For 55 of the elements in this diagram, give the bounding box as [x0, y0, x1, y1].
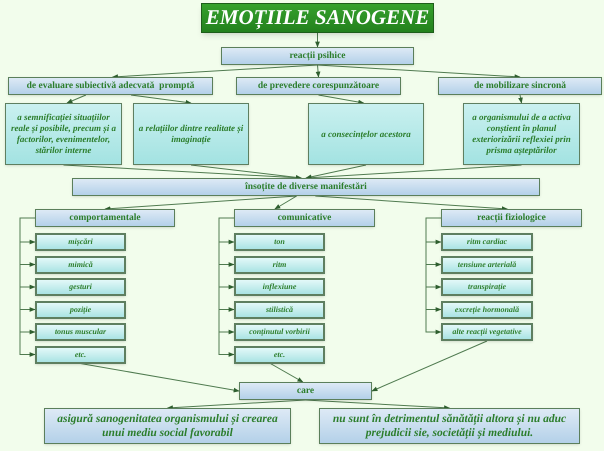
arrow: [371, 340, 488, 392]
item-box: ritm cardiac: [441, 233, 533, 251]
item-box: ton: [234, 233, 325, 251]
category-box: de evaluare subiectivă adecvată promptă: [8, 77, 213, 95]
arrow: [20, 218, 36, 357]
arrow: [518, 94, 523, 104]
item-box: tensiune arterială: [441, 256, 533, 274]
category-box: însoțite de diverse manifestări: [72, 178, 540, 196]
conclusion-box: nu sunt în detrimentul sănătății altora și nu aduc prejudicii sie, societății și mediului.: [319, 408, 580, 444]
arrow: [315, 32, 320, 48]
category-box: reacții psihice: [221, 47, 414, 65]
arrow: [305, 164, 366, 180]
item-box: tonus muscular: [35, 323, 126, 341]
conclusion-box: asigură sanogenitatea organismului și crearea unui mediu social favorabil: [44, 408, 291, 444]
item-box: ritm: [234, 256, 325, 274]
item-box: gesturi: [35, 278, 126, 296]
arrow: [270, 363, 304, 382]
category-box: care: [239, 382, 372, 400]
arrow: [112, 64, 318, 80]
arrow: [104, 196, 298, 212]
arrow: [130, 94, 192, 105]
arrow: [80, 363, 240, 392]
item-box: etc.: [234, 346, 325, 364]
arrow: [66, 94, 86, 104]
arrow: [318, 94, 364, 104]
arrow: [190, 164, 302, 180]
description-box: a consecințelor acestora: [308, 103, 424, 165]
item-box: transpirație: [441, 278, 533, 296]
arrow: [316, 64, 320, 78]
arrow: [166, 400, 306, 410]
category-box: de prevedere corespunzătoare: [236, 77, 401, 95]
arrow: [426, 218, 442, 334]
item-box: conținutul vorbirii: [234, 323, 325, 341]
item-box: excreție hormonală: [441, 300, 533, 318]
title-banner: EMOȚIILE SANOGENE: [201, 3, 434, 33]
item-box: etc.: [35, 346, 126, 364]
item-box: poziție: [35, 300, 126, 318]
item-box: mimică: [35, 256, 126, 274]
arrow: [317, 64, 521, 80]
category-box: reacții fiziologice: [441, 209, 582, 227]
arrow: [218, 218, 235, 357]
item-box: inflexiune: [234, 278, 325, 296]
item-box: mișcări: [35, 233, 126, 251]
arrow: [305, 164, 522, 180]
category-box: comportamentale: [35, 209, 175, 227]
description-box: a organismului de a activa conștient în planul exteriorizării reflexiei prin prisma așteptărilor: [463, 103, 580, 165]
item-box: alte reacții vegetative: [441, 323, 533, 341]
description-box: a relațiilor dintre realitate și imaginație: [133, 103, 249, 165]
category-box: de mobilizare sincronă: [438, 77, 602, 95]
arrow: [314, 196, 508, 212]
description-box: a semnificației situațiilor reale și posibile, precum și a factorilor, evenimentelor, stărilor interne: [5, 103, 122, 165]
item-box: stilistică: [234, 300, 325, 318]
arrow: [274, 196, 298, 210]
arrow: [305, 400, 450, 410]
category-box: comunicative: [234, 209, 375, 227]
